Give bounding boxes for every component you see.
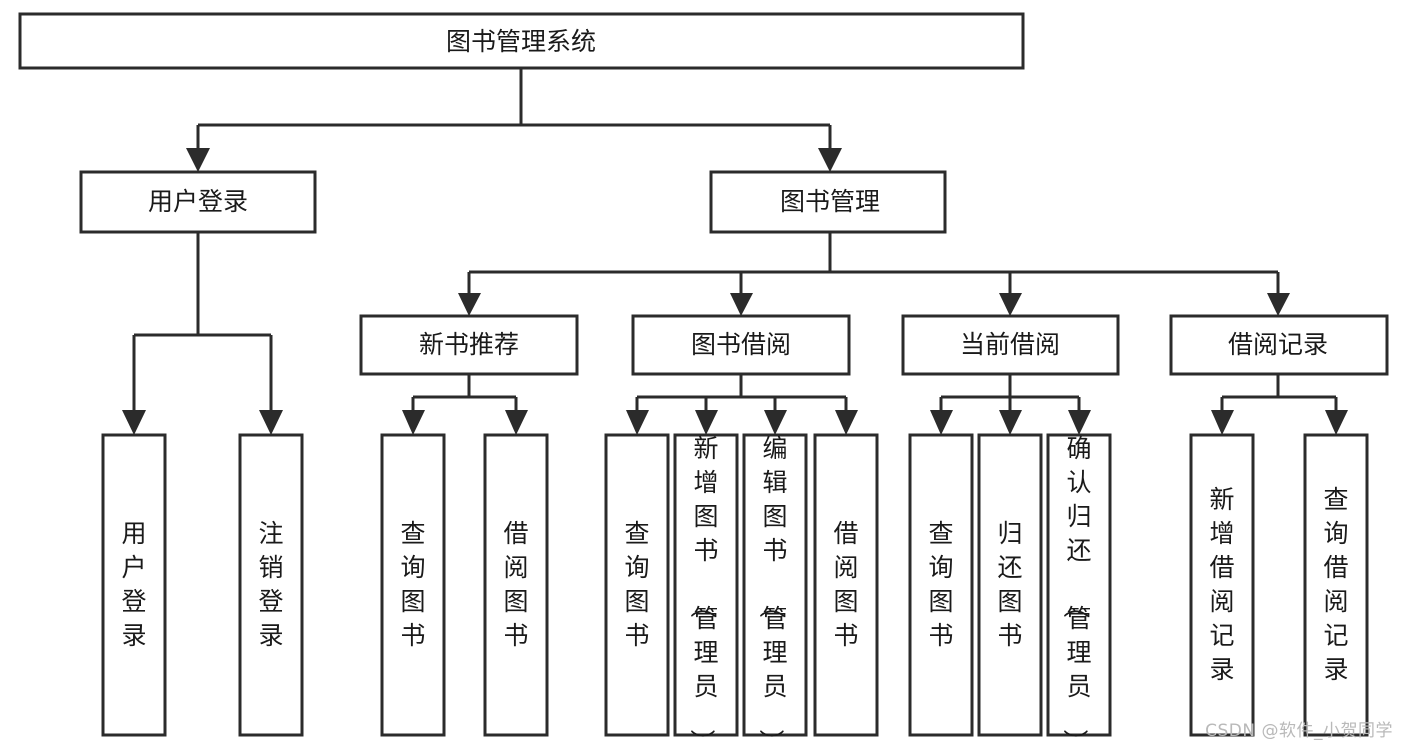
node-new-book-box[interactable] <box>359 314 579 376</box>
node-borrow-record-box[interactable] <box>1169 314 1389 376</box>
arrowhead-current-borrow <box>999 293 1022 316</box>
arrowhead-new-book <box>458 293 481 316</box>
leaf-box[interactable] <box>742 433 808 737</box>
leaf-box[interactable] <box>101 433 167 737</box>
leaf-book-borrow-4[interactable]: 借阅图书 <box>813 433 879 737</box>
node-book-borrow[interactable]: 图书借阅 <box>631 314 851 376</box>
leaf-label: 查询借阅记录 <box>1323 485 1348 684</box>
leaf-label: 新增图书（管理员） <box>687 434 718 747</box>
arrowhead-borrow-record <box>1267 293 1290 316</box>
connectors-book-borrow-to-leaves <box>626 374 858 435</box>
leaf-current-borrow-1[interactable]: 查询图书 <box>908 433 974 737</box>
arrowhead-nb-leaf1 <box>402 410 425 435</box>
arrowhead-bb-leaf4 <box>835 410 858 435</box>
node-user-login-box[interactable] <box>79 170 317 234</box>
node-current-borrow[interactable]: 当前借阅 <box>901 314 1120 376</box>
node-borrow-record-label: 借阅记录 <box>1228 330 1328 359</box>
leaf-label: 借阅图书 <box>833 519 858 650</box>
arrowhead-leaf-user-login <box>122 410 146 435</box>
connectors-book-manage-to-level3 <box>458 232 1290 316</box>
arrowhead-leaf-logout <box>259 410 283 435</box>
node-book-borrow-label: 图书借阅 <box>691 330 791 359</box>
arrowhead-br-leaf1 <box>1211 410 1234 435</box>
node-new-book-label: 新书推荐 <box>419 330 519 359</box>
node-new-book-recommend[interactable]: 新书推荐 <box>359 314 579 376</box>
leaf-book-borrow-3[interactable]: 编辑图书（管理员） <box>742 433 808 747</box>
node-book-borrow-box[interactable] <box>631 314 851 376</box>
node-root-label: 图书管理系统 <box>446 27 596 56</box>
arrowhead-book-manage <box>818 148 842 172</box>
node-root-system[interactable]: 图书管理系统 <box>18 12 1025 70</box>
leaf-user-login-1[interactable]: 用户登录 <box>101 433 167 737</box>
leaf-book-borrow-2[interactable]: 新增图书（管理员） <box>673 433 739 747</box>
connectors-borrow-record-to-leaves <box>1211 374 1348 435</box>
leaf-box[interactable] <box>977 433 1043 737</box>
leaf-new-book-2[interactable]: 借阅图书 <box>483 433 549 737</box>
node-book-manage-label: 图书管理 <box>780 187 880 216</box>
leaf-box[interactable] <box>673 433 739 737</box>
leaf-current-borrow-3[interactable]: 确认归还（管理员） <box>1046 433 1112 747</box>
leaf-box[interactable] <box>1189 433 1255 737</box>
leaf-box[interactable] <box>483 433 549 737</box>
node-user-login-label: 用户登录 <box>148 187 248 216</box>
leaf-label: 查询图书 <box>624 519 649 650</box>
connectors-root-to-level2 <box>186 68 842 172</box>
node-user-login[interactable]: 用户登录 <box>79 170 317 234</box>
leaf-label: 编辑图书（管理员） <box>756 434 787 747</box>
leaf-box[interactable] <box>1046 433 1112 737</box>
leaf-label: 归还图书 <box>997 519 1022 650</box>
leaf-box[interactable] <box>1303 433 1369 737</box>
arrowhead-br-leaf2 <box>1325 410 1348 435</box>
node-current-borrow-label: 当前借阅 <box>960 330 1060 359</box>
leaf-new-book-1[interactable]: 查询图书 <box>380 433 446 737</box>
node-book-manage-box[interactable] <box>709 170 947 234</box>
node-book-manage[interactable]: 图书管理 <box>709 170 947 234</box>
node-root-box[interactable] <box>18 12 1025 70</box>
connectors-user-login-to-leaves <box>122 232 283 435</box>
leaf-label: 注销登录 <box>258 519 283 650</box>
leaf-current-borrow-2[interactable]: 归还图书 <box>977 433 1043 737</box>
arrowhead-nb-leaf2 <box>505 410 528 435</box>
leaf-book-borrow-1[interactable]: 查询图书 <box>604 433 670 737</box>
connectors-new-book-to-leaves <box>402 374 528 435</box>
leaf-label: 确认归还（管理员） <box>1060 434 1091 747</box>
connectors-current-borrow-to-leaves <box>930 374 1091 435</box>
arrowhead-cb-leaf2 <box>999 410 1022 435</box>
node-current-borrow-box[interactable] <box>901 314 1120 376</box>
arrowhead-bb-leaf1 <box>626 410 649 435</box>
leaf-box[interactable] <box>238 433 304 737</box>
arrowhead-user-login <box>186 148 210 172</box>
leaf-label: 借阅图书 <box>503 519 528 650</box>
arrowhead-cb-leaf1 <box>930 410 953 435</box>
leaf-box[interactable] <box>813 433 879 737</box>
leaf-user-login-2[interactable]: 注销登录 <box>238 433 304 737</box>
arrowhead-bb-leaf2 <box>695 410 718 435</box>
leaf-box[interactable] <box>908 433 974 737</box>
leaf-label: 查询图书 <box>928 519 953 650</box>
arrowhead-cb-leaf3 <box>1068 410 1091 435</box>
arrowhead-bb-leaf3 <box>764 410 787 435</box>
leaf-label: 用户登录 <box>121 519 146 650</box>
leaf-borrow-record-2[interactable]: 查询借阅记录 <box>1303 433 1369 737</box>
node-borrow-record[interactable]: 借阅记录 <box>1169 314 1389 376</box>
arrowhead-book-borrow <box>730 293 753 316</box>
leaf-label: 新增借阅记录 <box>1209 485 1234 684</box>
leaf-box[interactable] <box>604 433 670 737</box>
leaf-box[interactable] <box>380 433 446 737</box>
leaf-label: 查询图书 <box>400 519 425 650</box>
leaf-borrow-record-1[interactable]: 新增借阅记录 <box>1189 433 1255 737</box>
